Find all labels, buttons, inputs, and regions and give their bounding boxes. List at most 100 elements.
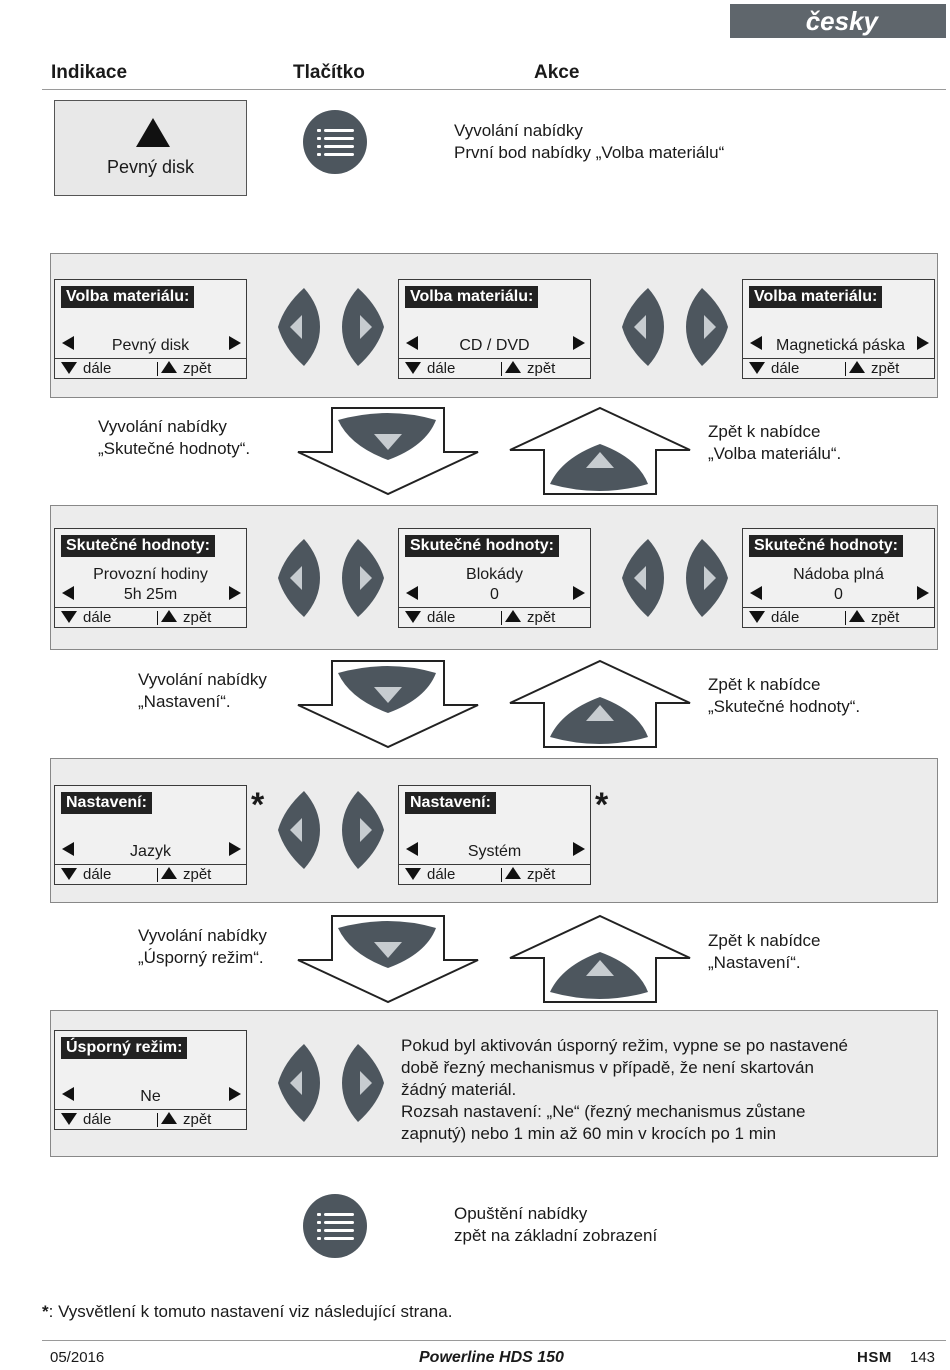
action-open-menu: Vyvolání nabídky První bod nabídky „Volb… (454, 121, 725, 162)
arrow-left-icon (62, 842, 74, 856)
lcd-label: Blokády (466, 566, 523, 583)
lcd-value: CD / DVD (459, 337, 530, 354)
column-header-button: Tlačítko (293, 62, 365, 83)
menu-button[interactable] (303, 110, 367, 174)
down-arrow-button[interactable] (296, 659, 480, 749)
arrow-right-icon (229, 842, 241, 856)
down-arrow-button[interactable] (296, 914, 480, 1004)
arrow-left-icon (290, 1071, 302, 1095)
left-right-buttons[interactable] (620, 286, 730, 368)
left-right-buttons[interactable] (276, 789, 386, 871)
arrow-left-icon (290, 566, 302, 590)
arrow-left-icon (750, 336, 762, 350)
lcd-actual-1: Skutečné hodnoty: Provozní hodiny 5h 25m… (54, 528, 247, 628)
lcd-title: Skutečné hodnoty: (405, 535, 560, 557)
transition-up-text: Zpět k nabídce„Skutečné hodnoty“. (708, 675, 861, 716)
arrow-up-icon (161, 867, 177, 879)
left-right-buttons[interactable] (276, 1042, 386, 1124)
arrow-left-icon (290, 818, 302, 842)
footer-divider (42, 1340, 946, 1341)
up-arrow-button[interactable] (508, 406, 692, 496)
saving-mode-description: Pokud byl aktivován úsporný režim, vypne… (401, 1036, 848, 1143)
arrow-up-icon (586, 452, 614, 468)
lcd-label: Nádoba plná (793, 566, 884, 583)
arrow-left-icon (406, 586, 418, 600)
arrow-down-icon (749, 362, 765, 374)
arrow-right-icon (917, 336, 929, 350)
arrow-down-icon (749, 611, 765, 623)
arrow-right-icon (360, 315, 372, 339)
lcd-title: Úsporný režim: (61, 1037, 188, 1059)
arrow-down-icon (61, 1113, 77, 1125)
triangle-up-icon (136, 118, 170, 147)
footer-date: 05/2016 (50, 1349, 105, 1366)
left-right-buttons[interactable] (276, 286, 386, 368)
left-right-buttons[interactable] (276, 537, 386, 619)
lcd-title: Nastavení: (61, 792, 152, 814)
arrow-right-icon (229, 1087, 241, 1101)
arrow-right-icon (360, 1071, 372, 1095)
arrow-right-icon (573, 336, 585, 350)
arrow-left-icon (634, 315, 646, 339)
arrow-down-icon (61, 868, 77, 880)
header-divider (42, 89, 946, 90)
transition-down-text: Vyvolání nabídky„Skutečné hodnoty“. (98, 417, 251, 458)
arrow-left-icon (62, 586, 74, 600)
arrow-up-icon (161, 610, 177, 622)
lcd-title: Skutečné hodnoty: (749, 535, 904, 557)
arrow-up-icon (505, 361, 521, 373)
lcd-value: 0 (490, 586, 499, 603)
footnote: *: Vysvětlení k tomuto nastavení viz nás… (42, 1302, 453, 1321)
menu-button[interactable] (303, 1194, 367, 1258)
down-arrow-button[interactable] (296, 406, 480, 496)
language-tag: česky (730, 4, 946, 38)
arrow-right-icon (360, 818, 372, 842)
lcd-title: Volba materiálu: (405, 286, 539, 308)
arrow-right-icon (704, 566, 716, 590)
up-arrow-button[interactable] (508, 659, 692, 749)
column-header-indication: Indikace (51, 62, 128, 83)
arrow-left-icon (290, 315, 302, 339)
arrow-right-icon (229, 586, 241, 600)
arrow-right-icon (704, 315, 716, 339)
arrow-left-icon (62, 336, 74, 350)
arrow-up-icon (161, 361, 177, 373)
arrow-right-icon (917, 586, 929, 600)
left-right-buttons[interactable] (620, 537, 730, 619)
arrow-down-icon (374, 434, 402, 450)
column-header-action: Akce (534, 62, 580, 83)
arrow-right-icon (573, 842, 585, 856)
arrow-up-icon (586, 705, 614, 721)
arrow-left-icon (406, 336, 418, 350)
lcd-value: Ne (140, 1088, 161, 1105)
lcd-value: 0 (834, 586, 843, 603)
arrow-up-icon (586, 960, 614, 976)
transition-up-text: Zpět k nabídce„Nastavení“. (708, 931, 821, 972)
display-label: Pevný disk (106, 157, 195, 177)
lcd-label: Provozní hodiny (93, 566, 208, 583)
lcd-title: Skutečné hodnoty: (61, 535, 216, 557)
arrow-up-icon (161, 1112, 177, 1124)
up-arrow-button[interactable] (508, 914, 692, 1004)
lcd-value: 5h 25m (123, 586, 178, 603)
arrow-up-icon (849, 610, 865, 622)
display-hard-disk: Pevný disk (54, 100, 247, 196)
arrow-up-icon (505, 610, 521, 622)
lcd-value: Pevný disk (111, 337, 190, 354)
lcd-title: Volba materiálu: (749, 286, 883, 308)
arrow-left-icon (750, 586, 762, 600)
transition-up-text: Zpět k nabídce„Volba materiálu“. (708, 422, 842, 463)
lcd-value: Magnetická páska (776, 337, 905, 354)
arrow-up-icon (849, 361, 865, 373)
asterisk-note-mark: * (251, 786, 265, 824)
arrow-down-icon (405, 611, 421, 623)
arrow-down-icon (374, 687, 402, 703)
